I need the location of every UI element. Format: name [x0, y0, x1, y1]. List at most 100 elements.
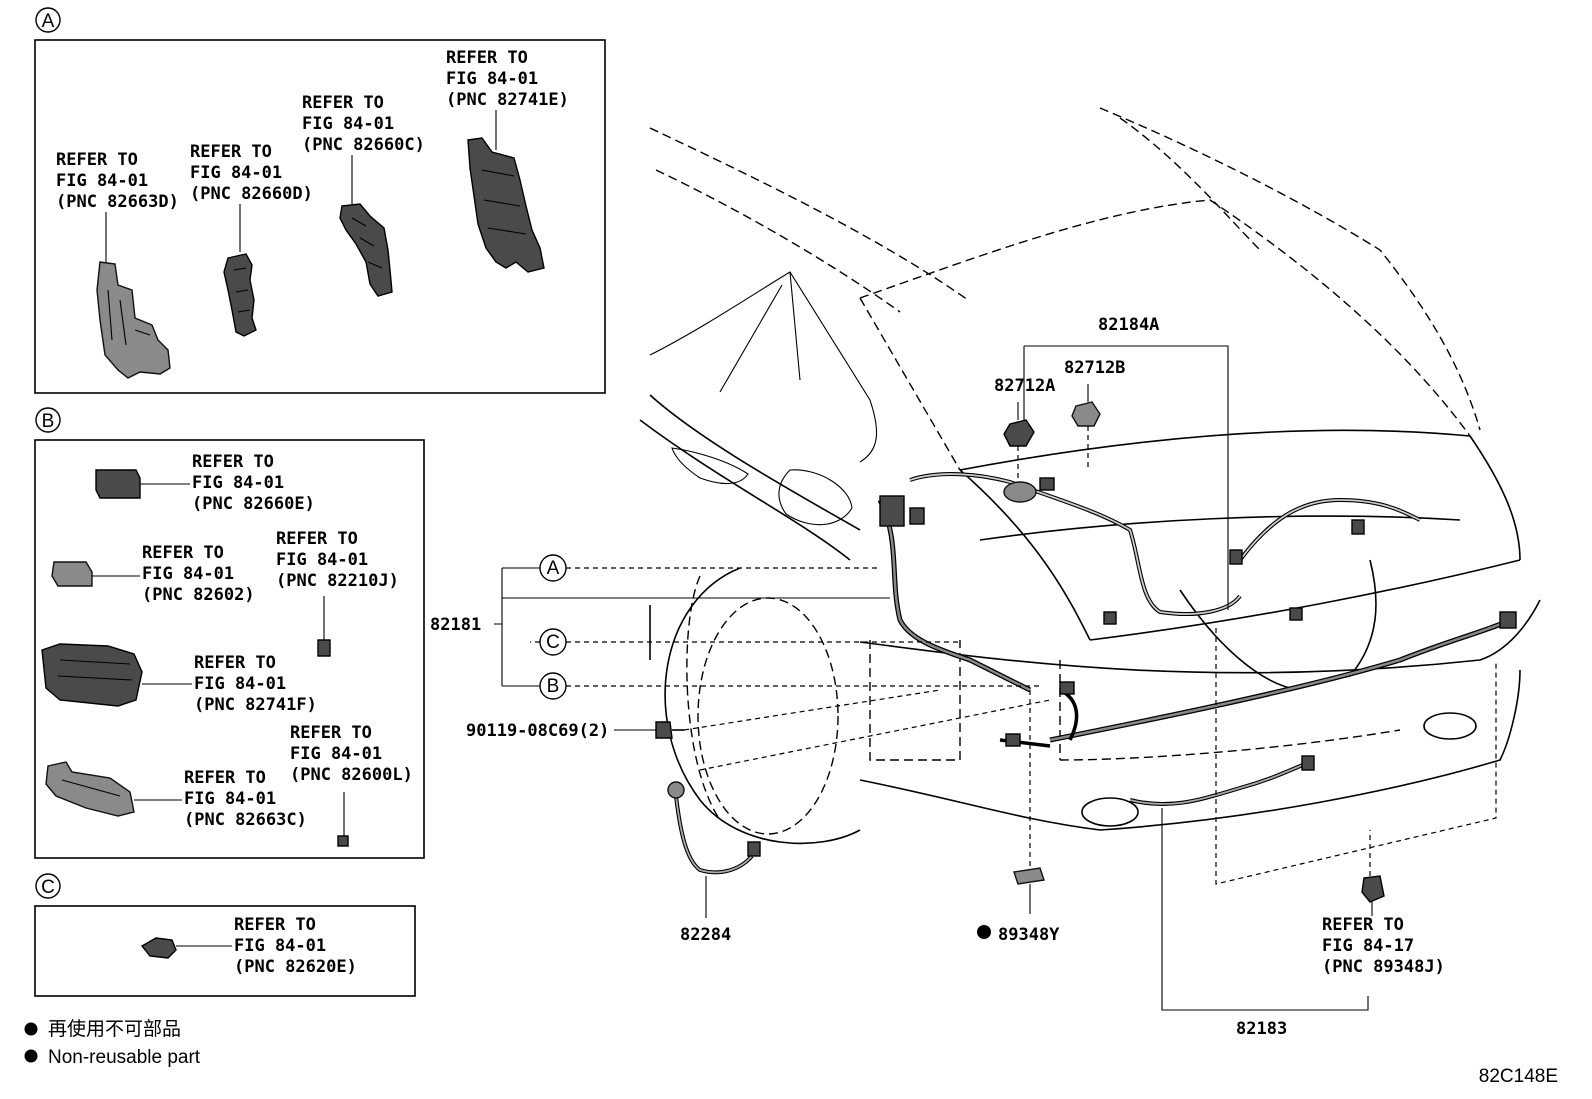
fuse-part-82600l: [337, 835, 349, 847]
connector-icon: [1059, 681, 1075, 695]
svg-text:(PNC 89348J): (PNC 89348J): [1322, 957, 1445, 977]
bullet-icon: [24, 1022, 38, 1036]
callout-82660e: REFER TO FIG 84-01 (PNC 82660E): [95, 452, 315, 514]
svg-text:(PNC 82660D): (PNC 82660D): [190, 184, 313, 204]
svg-text:82284: 82284: [680, 925, 731, 945]
svg-text:A: A: [547, 558, 560, 579]
svg-text:REFER TO: REFER TO: [190, 142, 272, 162]
svg-text:REFER TO: REFER TO: [290, 723, 372, 743]
svg-text:REFER TO: REFER TO: [446, 48, 528, 68]
label-82712a: 82712A: [994, 376, 1055, 480]
bolt-icon: [655, 721, 673, 739]
svg-text:FIG 84-01: FIG 84-01: [56, 171, 148, 191]
block-part-82741f: [41, 643, 143, 707]
section-a-box: [34, 39, 606, 394]
connector-icon: [879, 495, 905, 527]
svg-text:FIG 84-01: FIG 84-01: [184, 789, 276, 809]
svg-text:(PNC 82660C): (PNC 82660C): [302, 135, 425, 155]
svg-text:FIG 84-01: FIG 84-01: [290, 744, 382, 764]
bullet-icon: [24, 1049, 38, 1063]
connector-icon: [1103, 611, 1117, 625]
callout-82602: REFER TO FIG 84-01 (PNC 82602): [51, 543, 255, 605]
callout-82600l: REFER TO FIG 84-01 (PNC 82600L): [290, 723, 413, 847]
svg-text:REFER TO: REFER TO: [302, 93, 384, 113]
clip-part-82620e: [140, 937, 177, 959]
svg-text:(PNC 82741F): (PNC 82741F): [194, 695, 317, 715]
svg-text:82712A: 82712A: [994, 376, 1055, 396]
label-82181: 82181 A C B: [430, 554, 1040, 700]
callout-82210j: REFER TO FIG 84-01 (PNC 82210J): [276, 529, 399, 657]
svg-text:FIG 84-01: FIG 84-01: [192, 473, 284, 493]
clip-icon: [1361, 875, 1385, 903]
ring-terminal-icon: [667, 781, 685, 799]
connector-icon: [1351, 519, 1365, 535]
grommet-82712b: [1071, 384, 1101, 427]
bracket-part-82663c: [45, 761, 135, 817]
bracket-part-82660c: [339, 203, 393, 297]
svg-text:REFER TO: REFER TO: [1322, 915, 1404, 935]
svg-text:(PNC 82600L): (PNC 82600L): [290, 765, 413, 785]
svg-text:(PNC 82741E): (PNC 82741E): [446, 90, 569, 110]
callout-82663c: REFER TO FIG 84-01 (PNC 82663C): [45, 761, 307, 830]
section-b: B REFER TO FIG 84-01 (PNC 82660E) REFER …: [34, 407, 425, 859]
callout-82620e: REFER TO FIG 84-01 (PNC 82620E): [140, 915, 357, 977]
legend-jp: 再使用不可部品: [48, 1018, 181, 1040]
section-c: C REFER TO FIG 84-01 (PNC 82620E): [34, 873, 416, 997]
connector-icon: [909, 507, 925, 525]
svg-text:FIG 84-01: FIG 84-01: [234, 936, 326, 956]
connector-icon: [1005, 733, 1021, 747]
svg-text:REFER TO: REFER TO: [192, 452, 274, 472]
label-90119: 90119-08C69(2): [466, 689, 941, 741]
clip-icon: [1013, 867, 1045, 885]
section-a: A REFER TO FIG 84-01 (PNC 82663D) REFER …: [34, 7, 606, 394]
connector-icon: [1301, 755, 1315, 771]
callout-82663d: REFER TO FIG 84-01 (PNC 82663D): [56, 150, 179, 379]
callout-82741f: REFER TO FIG 84-01 (PNC 82741F): [41, 643, 317, 715]
label-82184a: 82184A: [1023, 315, 1229, 610]
svg-text:C: C: [546, 632, 560, 653]
grommet-icon: [1003, 419, 1035, 447]
section-b-marker: B: [42, 411, 55, 432]
bullet-icon: [977, 925, 991, 939]
label-82284: 82284: [667, 699, 1051, 945]
svg-text:82183: 82183: [1236, 1019, 1287, 1039]
svg-text:FIG 84-01: FIG 84-01: [446, 69, 538, 89]
switch-part-82660e: [95, 469, 141, 499]
svg-text:FIG 84-17: FIG 84-17: [1322, 936, 1414, 956]
label-89348y: 89348Y: [977, 690, 1060, 945]
bracket-part-82741e: [467, 137, 545, 273]
label-82183: 82183: [1161, 808, 1369, 1039]
grommet-on-trunk: [1003, 477, 1055, 503]
svg-text:82181: 82181: [430, 615, 481, 635]
svg-text:(PNC 82602): (PNC 82602): [142, 585, 255, 605]
svg-text:REFER TO: REFER TO: [234, 915, 316, 935]
svg-text:90119-08C69(2): 90119-08C69(2): [466, 721, 609, 741]
svg-text:FIG 84-01: FIG 84-01: [302, 114, 394, 134]
svg-text:82712B: 82712B: [1064, 358, 1125, 378]
svg-text:FIG 84-01: FIG 84-01: [194, 674, 286, 694]
figure-id: 82C148E: [1479, 1066, 1558, 1087]
fuse-part-82210j: [317, 639, 331, 657]
section-c-box: [34, 905, 416, 997]
bracket-part-82660d: [223, 253, 257, 337]
callout-89348j: REFER TO FIG 84-17 (PNC 89348J): [1322, 875, 1445, 977]
svg-text:REFER TO: REFER TO: [276, 529, 358, 549]
callout-82660d: REFER TO FIG 84-01 (PNC 82660D): [190, 142, 313, 337]
connector-icon: [1289, 607, 1303, 621]
svg-text:B: B: [547, 676, 560, 697]
connector-icon: [1229, 549, 1243, 565]
grommet-icon: [1071, 401, 1101, 427]
section-b-box: [34, 439, 425, 859]
svg-text:(PNC 82663D): (PNC 82663D): [56, 192, 179, 212]
grommet-82712a: [1003, 402, 1035, 447]
bracket-part-82663d: [96, 261, 171, 379]
svg-text:FIG 84-01: FIG 84-01: [190, 163, 282, 183]
connector-icon: [1499, 611, 1517, 629]
section-c-marker: C: [41, 877, 55, 898]
callout-82741e: REFER TO FIG 84-01 (PNC 82741E): [446, 48, 569, 273]
wire-harness: [877, 472, 1517, 807]
svg-text:(PNC 82620E): (PNC 82620E): [234, 957, 357, 977]
svg-text:(PNC 82210J): (PNC 82210J): [276, 571, 399, 591]
svg-text:REFER TO: REFER TO: [142, 543, 224, 563]
